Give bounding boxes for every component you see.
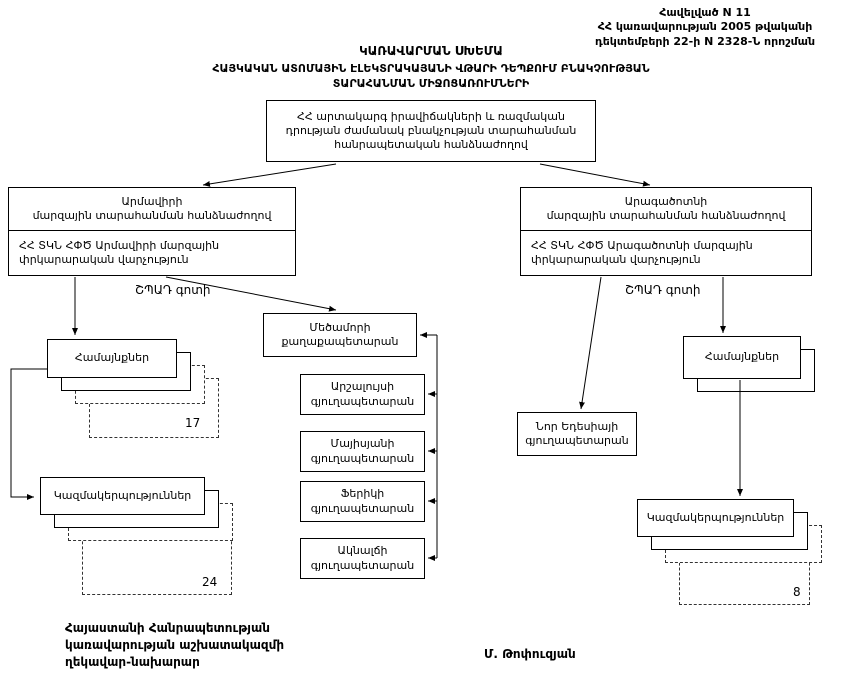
arrow-republican-to-armavir (202, 163, 337, 187)
text-line: Ֆերիկի (340, 487, 385, 501)
office-line: կառավարության աշխատակազմի (65, 637, 285, 652)
annex-line: դեկտեմբերի 22-ի N 2328-Ն որոշման (594, 34, 816, 48)
text-line: դրության ժամանակ բնակչության տարահանման (285, 123, 577, 137)
text-line: ՀՀ ՏԿՆ ՀՓԾ Արագածոտնի մարզային (531, 238, 753, 252)
text-line: Արագածոտնի (624, 194, 708, 208)
mayisyan-village-hall-box: Մայիսյանի գյուղապետարան (300, 431, 425, 472)
text-line: Մեծամորի (309, 320, 371, 334)
text-line: Արմավիրի (121, 194, 183, 208)
text-line: Ակնալճի (337, 544, 388, 558)
text-line: Կազմակերպություններ (53, 488, 192, 502)
text-line: Մայիսյանի (330, 437, 395, 451)
text-line: Նոր Եդեսիայի (535, 419, 619, 433)
signatory-name: Մ. Թոփուզյան (484, 647, 576, 661)
text-line: գյուղապետարան (310, 451, 415, 465)
text-line: Համայնքներ (704, 350, 780, 364)
text-line: գյուղապետարան (310, 394, 415, 408)
ferik-village-hall-box: Ֆերիկի գյուղապետարան (300, 481, 425, 522)
text-line: փրկարարական վարչություն (19, 253, 189, 266)
text-line: Արշալույսի (330, 380, 395, 394)
text-line: գյուղապետարան (310, 501, 415, 515)
organizations-right-box: Կազմակերպություններ (637, 499, 794, 537)
aragatsotn-evacuation-commission-box: Արագածոտնի մարզային տարահանման հանձնաժող… (520, 187, 812, 231)
page-title: ԿԱՌԱՎԱՐՄԱՆ ՍԽԵՄԱ (359, 44, 503, 58)
organizations-left-count: 24 (202, 575, 218, 589)
armavir-rescue-department-box: ՀՀ ՏԿՆ ՀՓԾ Արմավիրի մարզային փրկարարական… (8, 230, 296, 276)
subtitle-line: ՏԱՐԱՀԱՆՄԱՆ ՄԻՋՈՑԱՌՈՒՄՆԵՐԻ (332, 76, 530, 90)
subtitle-line: ՀԱՅԿԱԿԱՆ ԱՏՈՄԱՅԻՆ ԷԼԵԿՏՐԱԿԱՅԱՆԻ ՎԹԱՐԻ ԴԵ… (212, 62, 650, 75)
communities-left-box: Համայնքներ (47, 339, 177, 378)
text-line: ՀՀ ՏԿՆ ՀՓԾ Արմավիրի մարզային (19, 238, 220, 252)
aragatsotn-rescue-department-box: ՀՀ ՏԿՆ ՀՓԾ Արագածոտնի մարզային փրկարարակ… (520, 230, 812, 276)
text-line: գյուղապետարան (525, 434, 629, 447)
aknalich-village-hall-box: Ակնալճի գյուղապետարան (300, 538, 425, 579)
annex-line: ՀՀ կառավարության 2005 թվականի (597, 20, 813, 34)
republican-commission-box: ՀՀ արտակարգ իրավիճակների և ռազմական դրու… (266, 100, 596, 162)
text-line: մարզային տարահանման հանձնաժողով (32, 209, 272, 222)
signatory-office: Հայաստանի Հանրապետության կառավարության ա… (65, 620, 284, 670)
text-line: Կազմակերպություններ (646, 510, 785, 524)
arrow-republican-to-aragatsotn (539, 163, 651, 187)
metsamor-city-hall-box: Մեծամորի քաղաքապետարան (263, 313, 417, 357)
office-line: ղեկավար-նախարար (65, 654, 200, 669)
communities-right-box: Համայնքներ (683, 336, 801, 379)
page-subtitle: ՀԱՅԿԱԿԱՆ ԱՏՈՄԱՅԻՆ ԷԼԵԿՏՐԱԿԱՅԱՆԻ ՎԹԱՐԻ ԴԵ… (0, 62, 862, 92)
office-line: Հայաստանի Հանրապետության (65, 621, 270, 635)
organizations-right-count: 8 (793, 585, 801, 599)
nor-edesia-village-hall-box: Նոր Եդեսիայի գյուղապետարան (517, 412, 637, 456)
arrow-aragatsotn-to-nor-edesia (579, 276, 602, 410)
annex-line: Հավելված N 11 (659, 6, 751, 19)
text-line: գյուղապետարան (310, 558, 415, 572)
arshaluys-village-hall-box: Արշալույսի գյուղապետարան (300, 374, 425, 415)
communities-left-count: 17 (185, 416, 201, 430)
text-line: Համայնքներ (74, 351, 150, 365)
text-line: հանրապետական հանձնաժողով (334, 138, 528, 152)
shpad-zone-label-left: ՇՊԱԴ գոտի (135, 283, 211, 297)
text-line: մարզային տարահանման հանձնաժողով (546, 209, 786, 222)
annex-note: Հավելված N 11 ՀՀ կառավարության 2005 թվակ… (555, 6, 855, 49)
armavir-evacuation-commission-box: Արմավիրի մարզային տարահանման հանձնաժողով (8, 187, 296, 231)
shpad-zone-label-right: ՇՊԱԴ գոտի (625, 283, 701, 297)
text-line: քաղաքապետարան (281, 335, 399, 348)
text-line: փրկարարական վարչություն (531, 253, 701, 266)
organizations-left-box: Կազմակերպություններ (40, 477, 205, 515)
text-line: ՀՀ արտակարգ իրավիճակների և ռազմական (297, 109, 565, 123)
